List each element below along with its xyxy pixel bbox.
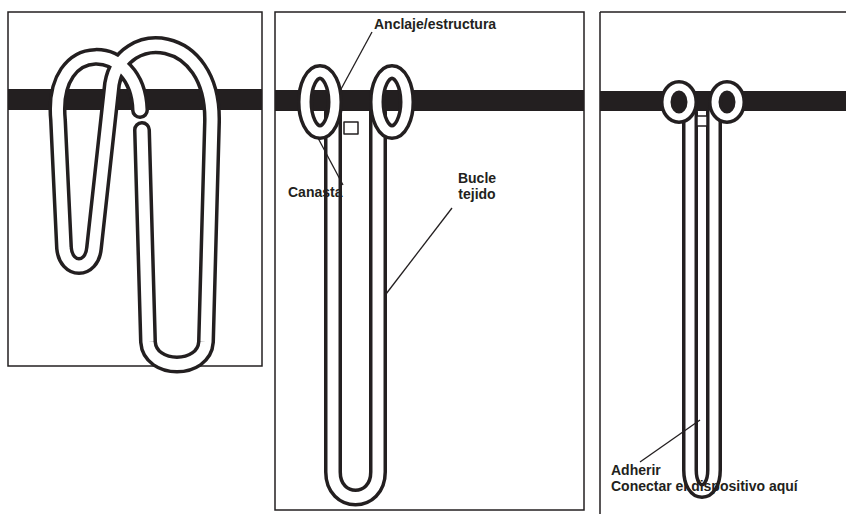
part-label: Canasta xyxy=(288,184,342,200)
instruction-label: Conectar el dispositivo aquí xyxy=(611,478,798,494)
instruction-label: Adherir xyxy=(611,462,661,478)
leader-line xyxy=(318,32,700,462)
panel-frame xyxy=(8,12,846,514)
part-label: Anclaje/estructura xyxy=(374,16,496,32)
part-label: Bucle tejido xyxy=(450,170,504,202)
webbing-loop xyxy=(57,45,212,364)
webbing-loop xyxy=(667,87,739,491)
webbing-loop xyxy=(305,72,407,498)
